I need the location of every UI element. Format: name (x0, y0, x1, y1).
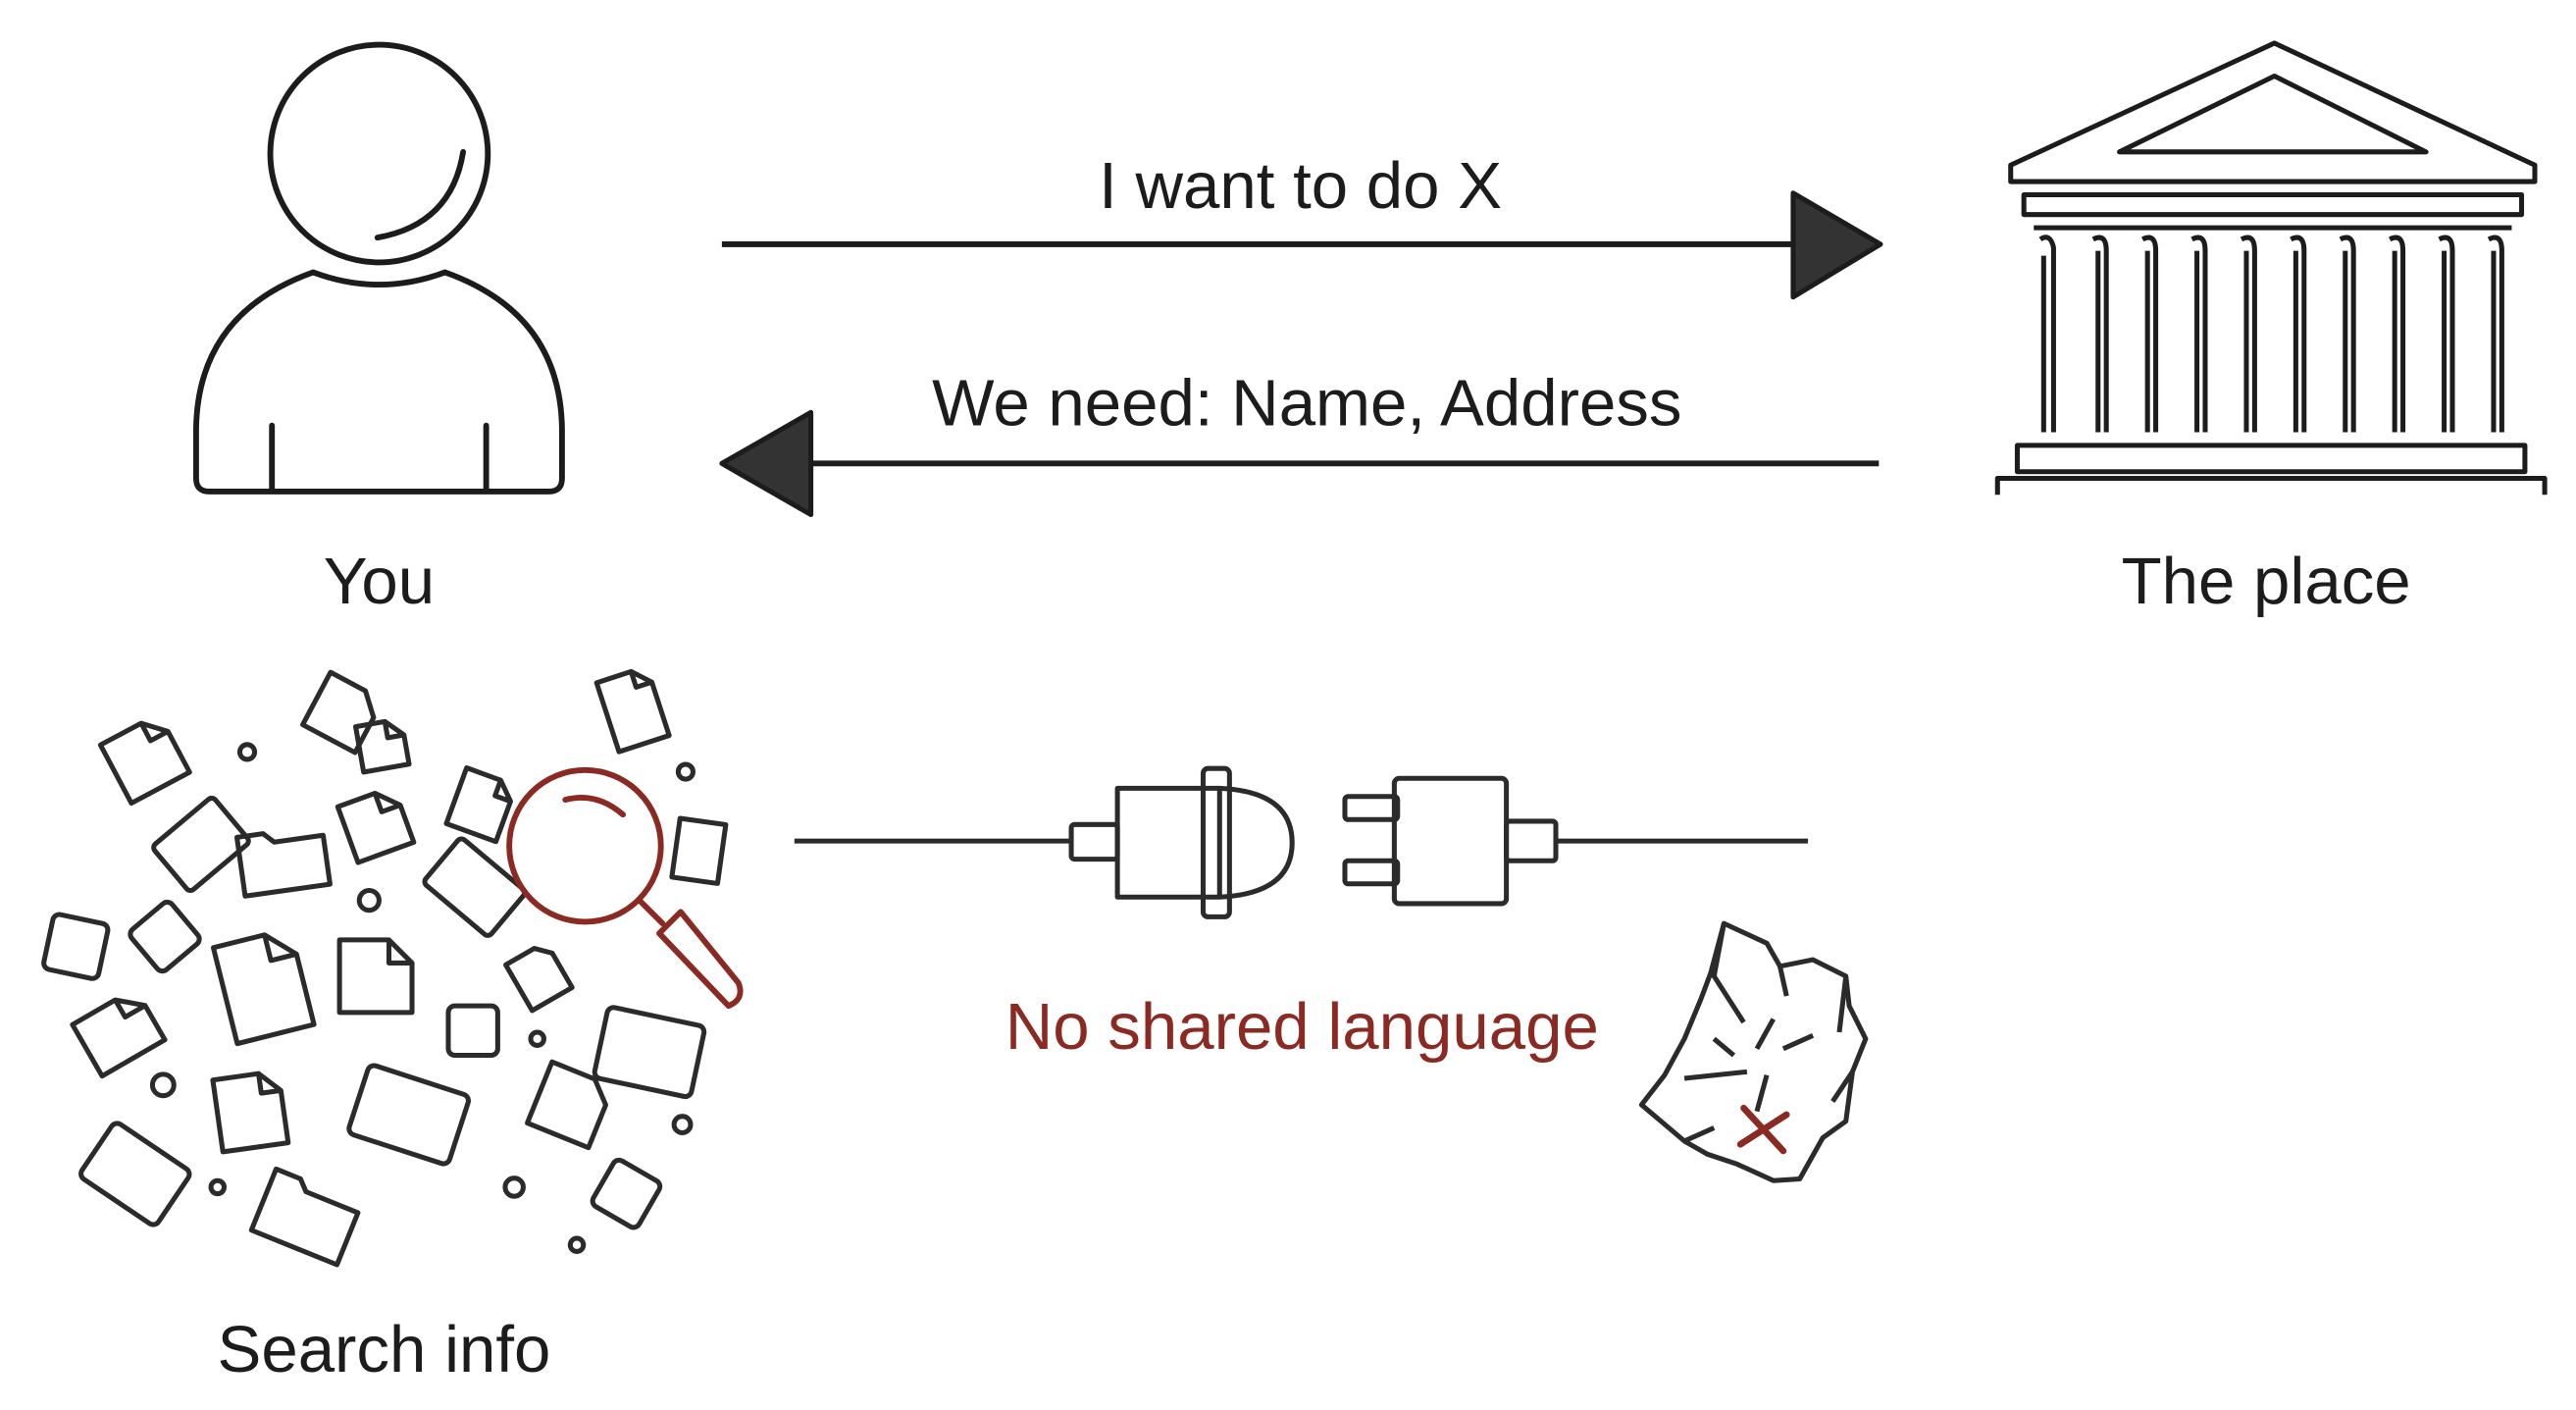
place-label: The place (2122, 545, 2411, 618)
building-icon (1994, 40, 2548, 496)
plug-icon (1068, 765, 1295, 919)
search-label: Search info (218, 1313, 551, 1386)
person-icon (192, 41, 565, 495)
magnifier-icon (506, 766, 744, 1010)
crumpled-paper-icon (1638, 920, 1869, 1183)
request-arrow (721, 190, 1883, 300)
cross-mark-icon (1736, 1104, 1790, 1155)
response-message: We need: Name, Address (932, 367, 1681, 441)
socket-icon (1342, 775, 1559, 907)
response-arrow (719, 409, 1880, 517)
you-label: You (324, 545, 435, 618)
scattered-documents-icon (41, 668, 729, 1268)
mismatch-label: No shared language (1005, 990, 1599, 1064)
request-message: I want to do X (1099, 149, 1502, 223)
